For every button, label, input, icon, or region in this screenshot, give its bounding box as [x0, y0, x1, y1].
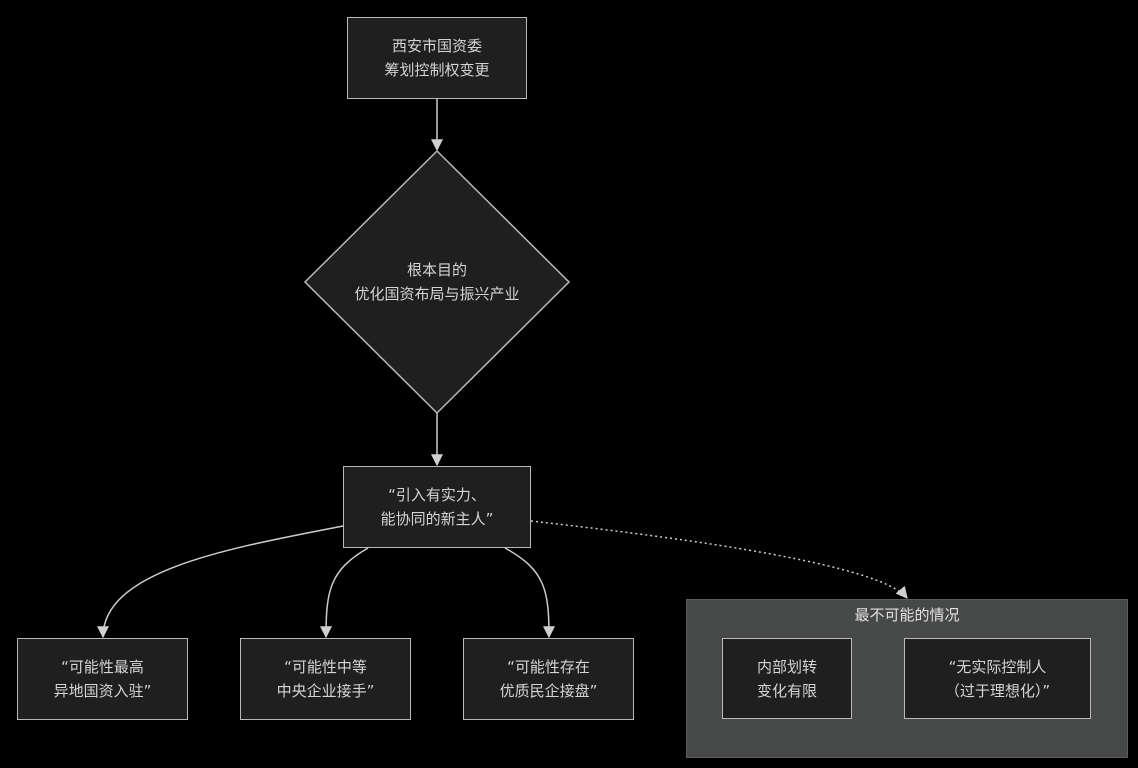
node-unlikely1-line-2: 变化有限 — [756, 681, 817, 700]
node-option-private: “可能性存在 优质民企接盘” — [463, 638, 634, 720]
node-start: 西安市国资委 筹划控制权变更 — [347, 17, 527, 99]
node-purpose-line-2: 优化国资布局与振兴产业 — [354, 285, 520, 303]
node-option1-line-2: 异地国资入驻” — [53, 682, 152, 700]
node-start-line-1: 西安市国资委 — [391, 37, 482, 55]
node-option2-line-1: “可能性中等 — [284, 658, 367, 676]
node-unlikely2-line-1: “无实际控制人 — [948, 657, 1047, 676]
group-title: 最不可能的情况 — [854, 606, 960, 624]
edge-goal-to-option3 — [504, 547, 555, 639]
node-no-controller: “无实际控制人 （过于理想化）” — [904, 638, 1091, 719]
node-option3-line-2: 优质民企接盘” — [499, 682, 598, 700]
edge-goal-to-option1 — [97, 525, 344, 639]
edge-goal-to-unlikely-group — [530, 520, 908, 599]
node-option3-line-1: “可能性存在 — [507, 658, 590, 676]
node-start-line-2: 筹划控制权变更 — [384, 61, 490, 79]
edge-goal-to-option2 — [320, 547, 369, 639]
node-internal-transfer: 内部划转 变化有限 — [722, 638, 852, 719]
node-goal: “引入有实力、 能协同的新主人” — [343, 466, 531, 548]
node-option1-line-1: “可能性最高 — [61, 658, 144, 676]
node-option-remote-soe: “可能性最高 异地国资入驻” — [17, 638, 188, 720]
node-purpose-line-1: 根本目的 — [406, 261, 467, 279]
node-goal-line-2: 能协同的新主人” — [380, 510, 494, 528]
node-goal-line-1: “引入有实力、 — [388, 486, 486, 504]
node-unlikely2-line-2: （过于理想化）” — [944, 681, 1051, 700]
node-purpose-label: 根本目的 优化国资布局与振兴产业 — [317, 258, 557, 306]
node-unlikely1-line-1: 内部划转 — [756, 657, 817, 676]
node-option2-line-2: 中央企业接手” — [276, 682, 375, 700]
node-option-central-soe: “可能性中等 中央企业接手” — [240, 638, 411, 720]
